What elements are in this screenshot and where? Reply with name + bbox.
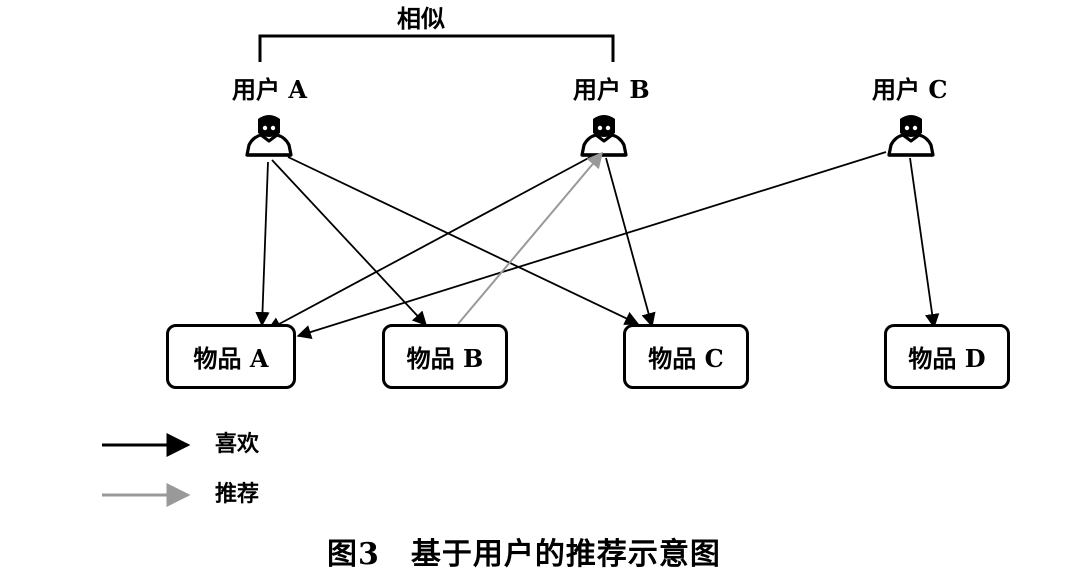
similarity-bracket (258, 34, 615, 62)
item-b-label: 物品 B (406, 344, 484, 373)
edge-recommend-item-b-to-user-b (457, 151, 604, 325)
edge-like-user-a-to-item-c (287, 156, 640, 325)
item-d-box: 物品 D (884, 324, 1010, 389)
item-a-box: 物品 A (166, 324, 296, 389)
item-d-label: 物品 D (908, 344, 986, 373)
user-c-label: 用户 C (872, 75, 948, 104)
item-b-box: 物品 B (382, 324, 508, 389)
edge-like-user-a-to-item-b (271, 159, 427, 327)
similarity-label: 相似 (397, 4, 445, 33)
user-b-label: 用户 B (573, 75, 650, 104)
edge-like-user-a-to-item-a (255, 161, 270, 327)
user-b-icon (580, 113, 628, 157)
legend-like-label: 喜欢 (215, 431, 260, 457)
item-c-label: 物品 C (648, 344, 724, 373)
user-a-label: 用户 A (232, 75, 307, 104)
user-c-icon (887, 113, 935, 157)
edge-like-user-b-to-item-a (266, 153, 597, 331)
legend-recommend-label: 推荐 (215, 481, 260, 507)
edge-like-user-b-to-item-c (605, 157, 656, 328)
edge-like-user-c-to-item-d (909, 157, 940, 329)
figure-caption: 图3 基于用户的推荐示意图 (327, 537, 721, 572)
user-a-icon (245, 113, 293, 157)
item-c-box: 物品 C (623, 324, 749, 389)
item-a-label: 物品 A (193, 344, 269, 373)
edge-like-user-c-to-item-a (296, 151, 887, 340)
